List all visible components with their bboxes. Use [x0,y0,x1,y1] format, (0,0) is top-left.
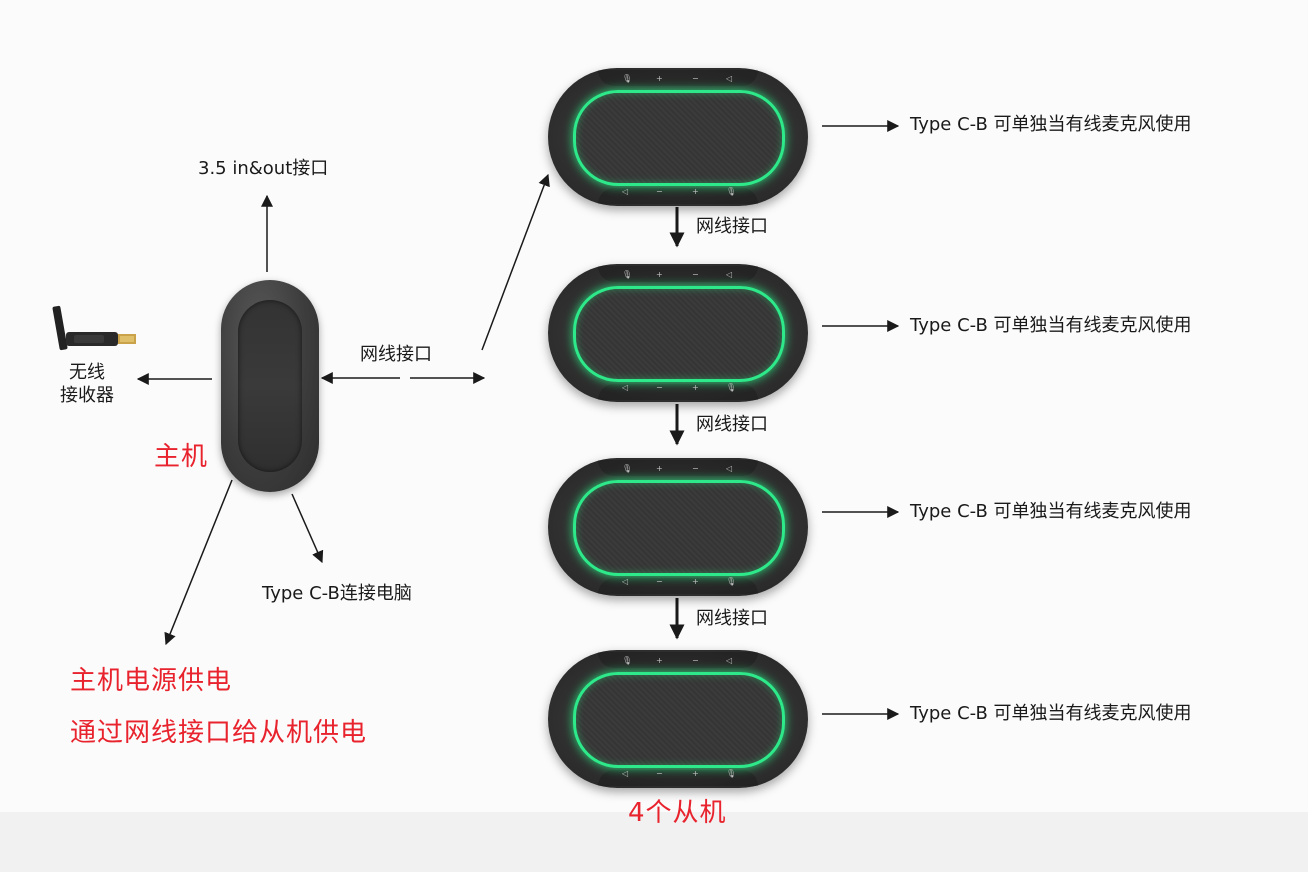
power-note-line1: 主机电源供电 [70,666,233,696]
host-device [221,280,319,492]
mic-icon: 🎙 [622,270,633,279]
network-port-label: 网线接口 [360,344,432,365]
slave-count-label: 4个从机 [628,798,727,828]
slave-device-3: 🎙 + − ◁ ◁ − + 🎙 [548,458,808,596]
chain-label-1: 网线接口 [696,216,768,237]
speaker-icon: ◁ [622,577,629,586]
slave-device-4: 🎙 + − ◁ ◁ − + 🎙 [548,650,808,788]
slave-light-ring [573,286,785,382]
slave-device-1: 🎙 + − ◁ ◁ − + 🎙 [548,68,808,206]
mic-icon: 🎙 [622,464,633,473]
chain-label-3: 网线接口 [696,608,768,629]
speaker-icon: ◁ [726,270,733,279]
minus-icon: − [656,383,663,392]
mic-icon: 🎙 [726,383,737,392]
minus-icon: − [692,74,699,83]
usb-pc-label: Type C-B连接电脑 [262,583,412,604]
minus-icon: − [692,270,699,279]
arrow-to-usb-pc [291,493,324,564]
minus-icon: − [656,187,663,196]
wireless-receiver-label: 无线 接收器 [60,362,114,407]
mic-icon: 🎙 [726,577,737,586]
plus-icon: + [656,270,663,279]
speaker-icon: ◁ [726,74,733,83]
usage-label-2: Type C-B 可单独当有线麦克风使用 [910,315,1192,336]
host-speaker-grille [238,300,302,472]
speaker-icon: ◁ [726,656,733,665]
speaker-icon: ◁ [622,187,629,196]
usage-label-1: Type C-B 可单独当有线麦克风使用 [910,114,1192,135]
mic-icon: 🎙 [726,187,737,196]
minus-icon: − [656,769,663,778]
host-label: 主机 [154,442,209,472]
slave-light-ring [573,672,785,768]
minus-icon: − [692,656,699,665]
speaker-icon: ◁ [726,464,733,473]
plus-icon: + [656,656,663,665]
bottom-band [0,812,1308,872]
minus-icon: − [692,464,699,473]
plus-icon: + [692,187,699,196]
plus-icon: + [656,464,663,473]
mic-icon: 🎙 [726,769,737,778]
arrow-to-power-note [164,479,233,646]
power-note-line2: 通过网线接口给从机供电 [70,718,368,748]
speaker-icon: ◁ [622,383,629,392]
wireless-label-line1: 无线 [69,362,105,383]
plus-icon: + [692,769,699,778]
slave-device-2: 🎙 + − ◁ ◁ − + 🎙 [548,264,808,402]
wireless-label-line2: 接收器 [60,384,114,406]
mic-icon: 🎙 [622,656,633,665]
usage-label-3: Type C-B 可单独当有线麦克风使用 [910,501,1192,522]
slave-light-ring [573,480,785,576]
plus-icon: + [692,383,699,392]
slave-light-ring [573,90,785,186]
plus-icon: + [692,577,699,586]
speaker-icon: ◁ [622,769,629,778]
plus-icon: + [656,74,663,83]
arrow-to-first-slave [481,173,550,351]
minus-icon: − [656,577,663,586]
chain-label-2: 网线接口 [696,414,768,435]
usage-label-4: Type C-B 可单独当有线麦克风使用 [910,703,1192,724]
audio-port-label: 3.5 in&out接口 [198,158,329,179]
mic-icon: 🎙 [622,74,633,83]
usb-dongle-icon [52,305,136,351]
